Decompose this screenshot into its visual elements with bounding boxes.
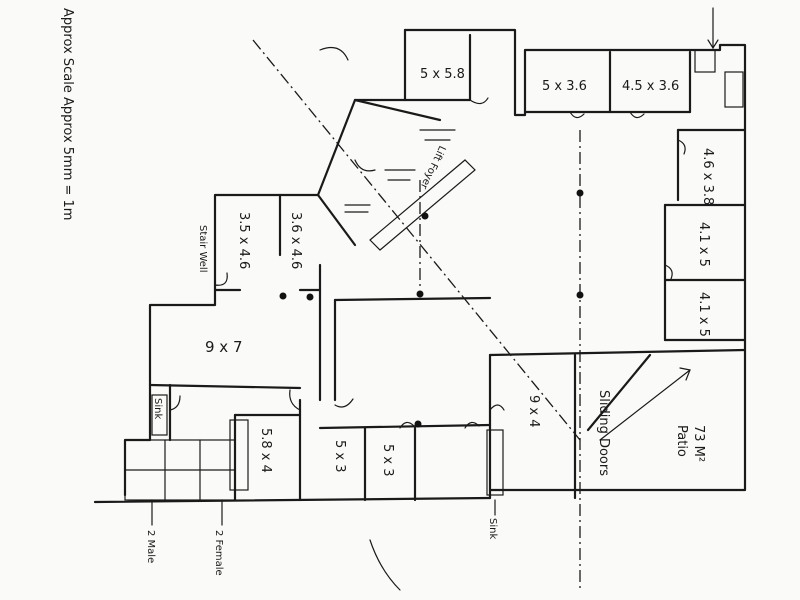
room-r8-label: 3.6 x 4.6 (288, 212, 303, 269)
entry-arrow-icon (707, 7, 719, 50)
left-rooms (148, 193, 492, 442)
room-r7-label: 3.5 x 4.6 (236, 212, 251, 269)
right-rooms (663, 128, 747, 342)
two-female-label: 2 Female (213, 530, 224, 576)
sink-left-label: Sink (152, 398, 163, 419)
top-rooms (403, 33, 744, 114)
door-swings (169, 97, 686, 429)
site-boundary-arc-top (319, 47, 349, 61)
sink-right-label: Sink (487, 518, 498, 539)
room-r10-label: 5.8 x 4 (258, 428, 273, 473)
stair-well-label: Stair Well (197, 225, 208, 272)
ceiling-points (279, 189, 584, 428)
lift-foyer-label: Lift Foyer (417, 144, 447, 192)
site-boundary-arc (369, 539, 401, 591)
room-r12-label: 5 x 3 (380, 444, 395, 477)
room-r9-label: 9 x 7 (205, 338, 243, 356)
room-r11-label: 5 x 3 (332, 440, 347, 473)
scale-note: Approx Scale Approx 5mm = 1m (60, 8, 75, 220)
room-r2-label: 5 x 3.6 (542, 79, 587, 94)
two-male-label: 2 Male (145, 530, 156, 563)
lift-foyer-walls (316, 98, 476, 251)
toilets (124, 394, 236, 501)
room-r13-label: 9 x 4 (526, 395, 541, 428)
room-r1-label: 5 x 5.8 (420, 67, 465, 82)
sliding-doors-label: Sliding Doors (596, 390, 611, 476)
room-r4-label: 4.6 x 3.8 (700, 148, 715, 205)
patio-area (488, 348, 747, 500)
room-r5-label: 4.1 x 5 (696, 222, 711, 267)
axis-lines (252, 39, 581, 590)
patio-title: Patio (674, 425, 689, 457)
room-labels: 5 x 5.8 5 x 3.6 4.5 x 3.6 4.6 x 3.8 4.1 … (205, 67, 715, 477)
room-r6-label: 4.1 x 5 (696, 292, 711, 337)
patio-area: 73 M² (691, 425, 706, 462)
room-r3-label: 4.5 x 3.6 (622, 79, 679, 94)
